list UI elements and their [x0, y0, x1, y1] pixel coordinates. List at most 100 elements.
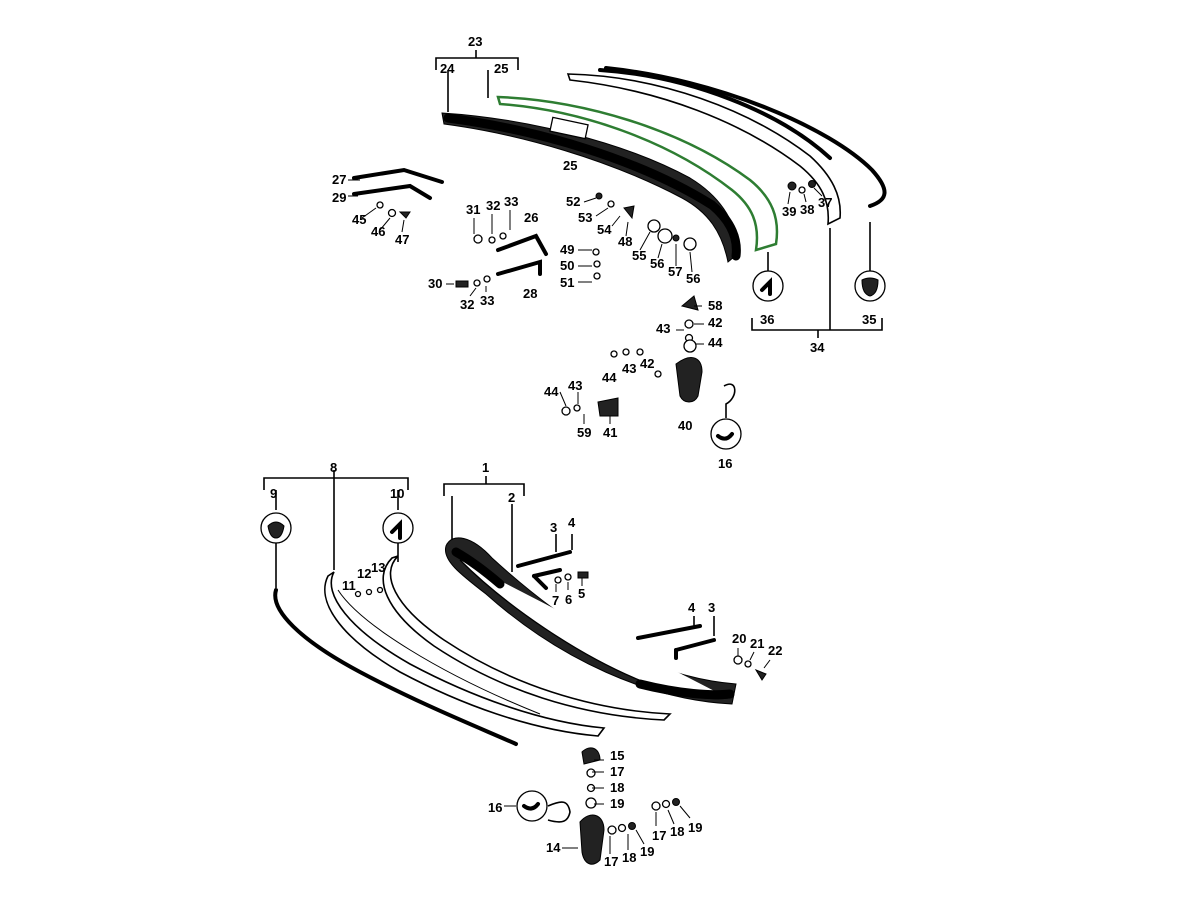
label-22: 22	[768, 643, 782, 658]
label-24: 24	[440, 61, 455, 76]
label-55: 55	[632, 248, 646, 263]
lower-assembly	[260, 470, 767, 865]
front-trim-middle	[324, 571, 606, 737]
label-5: 5	[578, 586, 585, 601]
label-19: 19	[688, 820, 702, 835]
label-11: 11	[342, 578, 356, 593]
label-32: 32	[486, 198, 500, 213]
lower-guard-14	[579, 814, 605, 865]
label-44: 44	[602, 370, 617, 385]
label-3: 3	[550, 520, 557, 535]
rear-trim-middle	[566, 73, 842, 226]
label-10: 10	[390, 486, 404, 501]
label-43: 43	[622, 361, 636, 376]
label-56: 56	[686, 271, 700, 286]
label-27: 27	[332, 172, 346, 187]
label-48: 48	[618, 234, 632, 249]
label-32: 32	[460, 297, 474, 312]
front-trim-inner	[382, 555, 672, 721]
label-4: 4	[688, 600, 696, 615]
label-51: 51	[560, 275, 574, 290]
label-56: 56	[650, 256, 664, 271]
label-17: 17	[652, 828, 666, 843]
bracket-34	[751, 318, 883, 331]
rear-bumper-bar	[441, 112, 741, 263]
bumper-guard-40	[675, 357, 703, 403]
label-18: 18	[670, 824, 684, 839]
label-44: 44	[708, 335, 723, 350]
label-52: 52	[566, 194, 580, 209]
upper-assembly	[352, 50, 887, 450]
label-16: 16	[488, 800, 502, 815]
bracket-1	[443, 483, 525, 496]
label-21: 21	[750, 636, 764, 651]
label-25: 25	[563, 158, 577, 173]
label-38: 38	[800, 202, 814, 217]
rear-trim-outer	[604, 66, 887, 208]
label-4: 4	[568, 515, 576, 530]
label-47: 47	[395, 232, 409, 247]
label-1: 1	[482, 460, 489, 475]
label-8: 8	[330, 460, 337, 475]
bracket-8	[263, 477, 409, 490]
label-7: 7	[552, 593, 559, 608]
label-15: 15	[610, 748, 624, 763]
label-33: 33	[480, 293, 494, 308]
label-13: 13	[371, 560, 385, 575]
label-44: 44	[544, 384, 559, 399]
guard-cap-58	[680, 295, 699, 311]
label-29: 29	[332, 190, 346, 205]
label-2: 2	[508, 490, 515, 505]
label-59: 59	[577, 425, 591, 440]
lower-guard-15	[581, 747, 601, 765]
label-57: 57	[668, 264, 682, 279]
leader-lines	[348, 179, 823, 854]
label-19: 19	[640, 844, 654, 859]
label-17: 17	[610, 764, 624, 779]
label-50: 50	[560, 258, 574, 273]
label-9: 9	[270, 486, 277, 501]
guard-part-41	[597, 397, 619, 417]
bracket-29	[352, 183, 432, 200]
label-54: 54	[597, 222, 612, 237]
bracket-28	[496, 259, 542, 276]
label-35: 35	[862, 312, 876, 327]
label-36: 36	[760, 312, 774, 327]
label-6: 6	[565, 592, 572, 607]
front-trim-outer	[273, 588, 518, 746]
label-41: 41	[603, 425, 617, 440]
label-53: 53	[578, 210, 592, 225]
label-43: 43	[568, 378, 582, 393]
bumper-trim-strip-highlighted	[496, 95, 779, 252]
label-30: 30	[428, 276, 442, 291]
label-28: 28	[523, 286, 537, 301]
bracket-27	[352, 167, 444, 184]
profile-icon-16-lower	[516, 790, 548, 822]
label-19: 19	[610, 796, 624, 811]
label-34: 34	[810, 340, 825, 355]
label-18: 18	[610, 780, 624, 795]
label-31: 31	[466, 202, 480, 217]
label-3: 3	[708, 600, 715, 615]
label-40: 40	[678, 418, 692, 433]
callout-labels: 23 24 25 25 27 29 45 46 47 31 32 33 26 3…	[270, 34, 876, 869]
label-25: 25	[494, 61, 508, 76]
label-14: 14	[546, 840, 561, 855]
label-45: 45	[352, 212, 366, 227]
label-23: 23	[468, 34, 482, 49]
label-26: 26	[524, 210, 538, 225]
label-39: 39	[782, 204, 796, 219]
label-20: 20	[732, 631, 746, 646]
bracket-23	[435, 57, 519, 70]
label-17: 17	[604, 854, 618, 869]
label-58: 58	[708, 298, 722, 313]
label-49: 49	[560, 242, 574, 257]
label-42: 42	[640, 356, 654, 371]
label-12: 12	[357, 566, 371, 581]
label-16: 16	[718, 456, 732, 471]
profile-icon-16-upper	[710, 418, 742, 450]
bumper-bracket-plate	[549, 116, 589, 140]
label-37: 37	[818, 195, 832, 210]
front-bumper-bar	[444, 537, 737, 705]
bracket-26	[496, 233, 548, 256]
